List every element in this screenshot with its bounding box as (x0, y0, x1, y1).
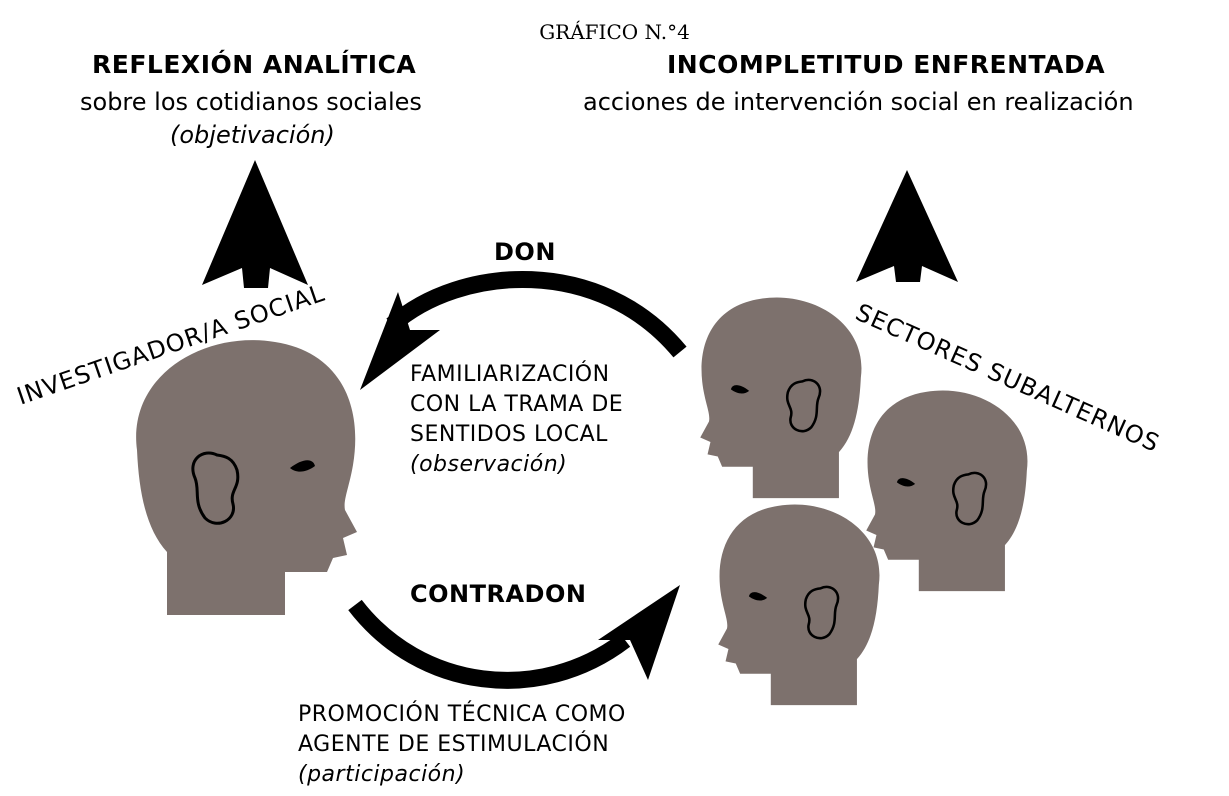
contradon-curved-arrow-icon (348, 585, 680, 689)
contradon-label: CONTRADON (410, 580, 587, 608)
left-subtitle: sobre los cotidianos sociales (80, 88, 422, 116)
middle-line-2: CON LA TRAMA DE (410, 392, 624, 417)
figure-title: GRÁFICO N.°4 (539, 20, 690, 44)
sector-head-3-icon (718, 504, 879, 705)
right-heading: INCOMPLETITUD ENFRENTADA (667, 50, 1106, 79)
right-up-arrow-icon (856, 170, 958, 282)
middle-line-3: SENTIDOS LOCAL (410, 422, 608, 447)
middle-line-1: FAMILIARIZACIÓN (410, 362, 610, 387)
don-label: DON (494, 238, 556, 266)
investigator-head-icon (136, 340, 357, 616)
sector-head-2-icon (866, 390, 1027, 591)
bottom-line-1: PROMOCIÓN TÉCNICA COMO (298, 702, 626, 727)
left-up-arrow-icon (202, 160, 308, 288)
middle-text-block: FAMILIARIZACIÓN CON LA TRAMA DE SENTIDOS… (410, 360, 623, 480)
bottom-text-block: PROMOCIÓN TÉCNICA COMO AGENTE DE ESTIMUL… (298, 700, 626, 790)
right-subtitle: acciones de intervención social en reali… (583, 88, 1134, 116)
left-subtitle-italic: (objetivación) (170, 121, 335, 149)
sector-head-1-icon (700, 297, 861, 498)
don-curved-arrow-icon (360, 270, 687, 390)
bottom-line-2: AGENTE DE ESTIMULACIÓN (298, 732, 610, 757)
middle-line-4: (observación) (410, 452, 568, 477)
left-heading: REFLEXIÓN ANALÍTICA (92, 50, 417, 79)
bottom-line-3: (participación) (298, 762, 466, 787)
